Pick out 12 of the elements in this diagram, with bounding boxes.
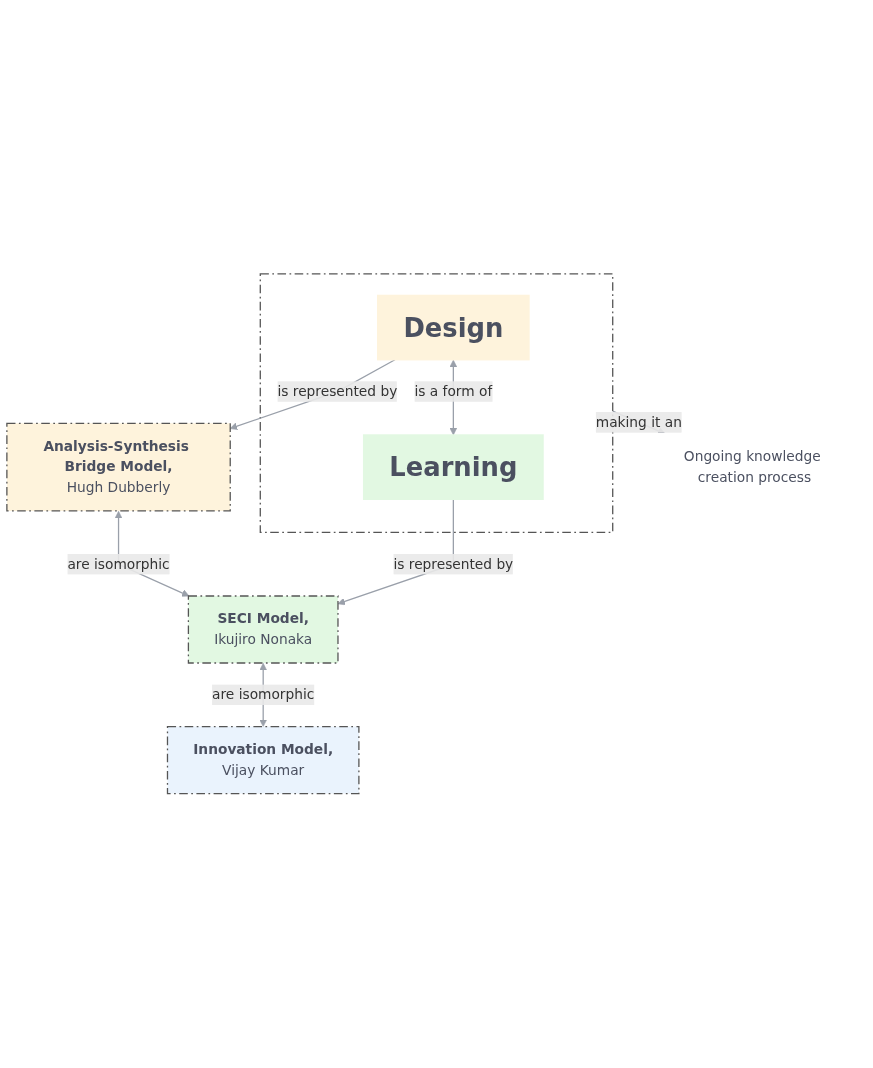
edge-label: is represented by	[393, 555, 514, 573]
node-box: SECI Model, Ikujiro Nonaka	[187, 595, 339, 664]
edge-label: are isomorphic	[67, 555, 170, 573]
node-text: Ongoing knowledge creation process	[683, 448, 821, 486]
node-box: Innovation Model, Vijay Kumar	[166, 726, 360, 795]
edge-label: are isomorphic	[212, 686, 315, 703]
edge-label: making it an	[595, 414, 682, 431]
edge-label: is a form of	[414, 383, 493, 400]
node-box: Learning	[362, 434, 544, 501]
node-box: Analysis-Synthesis Bridge Model, Hugh Dubberly	[6, 422, 231, 512]
edge-label: is represented by	[277, 383, 398, 400]
node-box: Design	[377, 295, 530, 361]
